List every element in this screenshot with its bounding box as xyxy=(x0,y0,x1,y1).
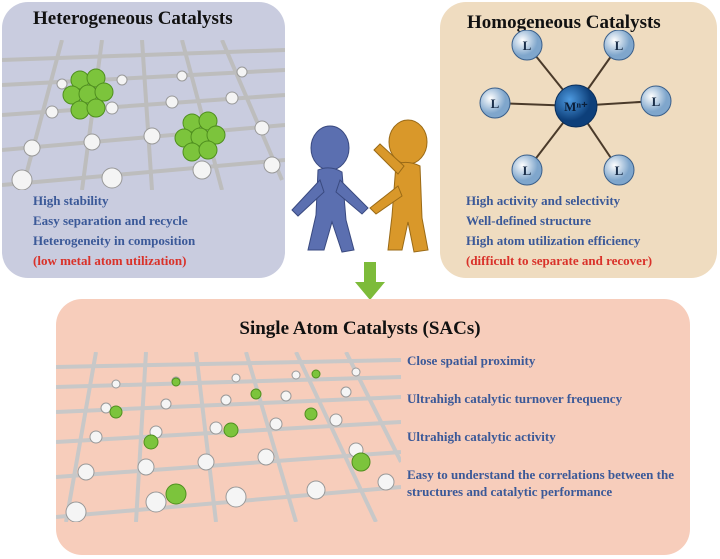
heterogeneous-features: High stability Easy separation and recyc… xyxy=(33,191,195,271)
drawback-item: (difficult to separate and recover) xyxy=(466,253,653,268)
sac-feature-item: Close spatial proximity xyxy=(407,353,536,368)
homogeneous-title: Homogeneous Catalysts xyxy=(467,12,661,33)
single-metal-atom-icon xyxy=(109,369,371,505)
feature-item: Easy separation and recycle xyxy=(33,213,188,228)
down-arrow-icon xyxy=(355,262,385,300)
ligand-label: L xyxy=(615,38,624,53)
feature-item: Well-defined structure xyxy=(466,213,592,228)
feature-item: High activity and selectivity xyxy=(466,193,621,208)
feature-item: High atom utilization efficiency xyxy=(466,233,641,248)
ligand-label: L xyxy=(652,94,661,109)
homogeneous-catalysts-panel xyxy=(440,2,717,278)
ligand-label: L xyxy=(615,163,624,178)
sac-feature-item: Ultrahigh catalytic activity xyxy=(407,429,556,444)
ligand-label: L xyxy=(491,96,500,111)
ligand-atom xyxy=(640,85,672,117)
ligand-atom xyxy=(479,87,511,119)
drawback-item: (low metal atom utilization) xyxy=(33,253,187,268)
ligand-atom xyxy=(603,30,635,61)
metal-cluster-icon xyxy=(62,68,114,120)
homogeneous-features: High activity and selectivity Well-defin… xyxy=(466,191,652,271)
feature-item: High stability xyxy=(33,193,109,208)
heterogeneous-title: Heterogeneous Catalysts xyxy=(33,8,233,29)
feature-item: Heterogeneity in composition xyxy=(33,233,196,248)
metal-center-atom xyxy=(554,84,598,128)
handshake-figures-illustration xyxy=(291,119,429,253)
metal-ligand-complex-diagram: L L L L L L Mⁿ⁺ xyxy=(479,30,672,186)
ligand-label: L xyxy=(523,163,532,178)
heterogeneous-lattice-illustration xyxy=(2,40,285,190)
metal-label: Mⁿ⁺ xyxy=(564,99,588,114)
sac-lattice-illustration xyxy=(56,352,401,522)
metal-cluster-icon xyxy=(174,111,226,162)
sac-title: Single Atom Catalysts (SACs) xyxy=(239,318,481,339)
ligand-atom xyxy=(511,30,543,61)
ligand-atom xyxy=(603,154,635,186)
sac-feature-item: Ultrahigh catalytic turnover frequency xyxy=(407,391,623,406)
sac-feature-item: Easy to understand the correlations betw… xyxy=(407,467,674,499)
ligand-atom xyxy=(511,154,543,186)
ligand-label: L xyxy=(523,38,532,53)
